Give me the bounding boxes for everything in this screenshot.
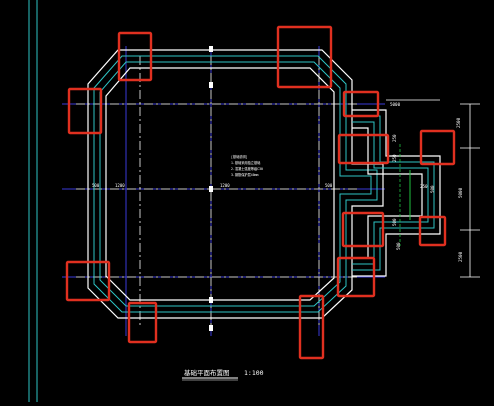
note-line-4: 3.钢筋保护层40mm: [231, 172, 259, 177]
highlight-box-3: [67, 87, 103, 135]
highlight-box-12: [298, 294, 325, 360]
note-line-2: 1.基础采用独立基础: [231, 160, 260, 165]
dim-ext-box-2: 250: [392, 134, 397, 142]
drawing-title: 基础平面布置图: [184, 368, 230, 377]
foundation-outer: [87, 49, 384, 319]
dim-left-big: 1200: [115, 183, 125, 188]
highlight-box-5: [337, 133, 390, 165]
notes-block: [基础说明] 1.基础采用独立基础 2.混凝土强度等级C30 3.钢筋保护层40…: [231, 154, 263, 177]
highlight-boxes: [65, 25, 456, 360]
dim-ext-box-3: 500: [392, 218, 397, 226]
axis-grid: [62, 46, 385, 336]
dim-right-small: 500: [325, 183, 333, 188]
dim-mid-big: 1200: [220, 183, 230, 188]
dim-ext-top: 5000: [390, 102, 401, 107]
note-line-1: [基础说明]: [231, 154, 248, 159]
right-dimensions: [386, 99, 480, 278]
dim-ext-right-1: 2500: [456, 117, 461, 128]
highlight-box-10: [336, 256, 376, 298]
dim-ext-mid-2: 500: [430, 185, 435, 193]
title-block: 基础平面布置图 1:100: [182, 368, 264, 381]
drawing-scale: 1:100: [244, 369, 264, 377]
highlight-box-9: [65, 260, 111, 302]
axis-dimension-labels: 500 1200 1200 500: [92, 183, 333, 188]
wall-inner: [99, 61, 372, 307]
foundation-inner: [105, 67, 335, 301]
dim-ext-box-1: 250: [392, 154, 397, 162]
dim-ext-right-3: 2500: [458, 251, 463, 262]
dim-ext-right-2: 5000: [458, 187, 463, 198]
dim-ext-box-4: 500: [396, 242, 401, 250]
highlight-box-8: [418, 215, 447, 247]
extension-dimension-labels: 5000 2500 5000 2500 250 500 250 250 500 …: [390, 102, 463, 262]
column-markers: [209, 46, 213, 331]
highlight-box-6: [419, 129, 456, 166]
highlight-box-2: [276, 25, 333, 89]
foundation-outline: [87, 49, 384, 319]
centerlines: [76, 56, 360, 326]
highlight-box-1: [117, 31, 153, 82]
highlight-box-7: [341, 211, 385, 248]
note-line-3: 2.混凝土强度等级C30: [231, 166, 263, 171]
highlight-box-11: [127, 301, 158, 344]
wall-outer: [93, 55, 378, 313]
dim-ext-mid-1: 250: [420, 184, 428, 189]
highlight-box-4: [342, 90, 380, 118]
dim-left-small: 500: [92, 183, 100, 188]
